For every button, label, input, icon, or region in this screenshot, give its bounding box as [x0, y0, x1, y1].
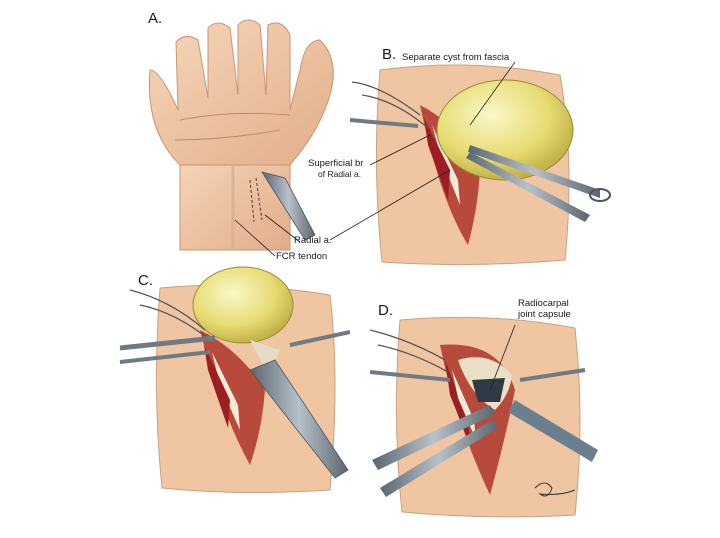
- annotation-superficial-br-line1: Superficial br: [308, 158, 364, 169]
- panel-a-hand: [148, 19, 334, 257]
- panel-b-surgical-field: [329, 61, 611, 266]
- panel-d-surgical-field: [369, 316, 598, 518]
- annotation-radial-artery: Radial a.: [294, 235, 332, 246]
- annotation-separate-cyst: Separate cyst from fascia: [402, 52, 510, 63]
- panel-b-label: B.: [382, 46, 397, 63]
- panel-c-label: C.: [138, 272, 153, 289]
- panel-d-label: D.: [378, 302, 393, 319]
- panel-c-surgical-field: [119, 266, 351, 494]
- annotation-radiocarpal-line2: joint capsule: [518, 309, 571, 320]
- annotation-fcr-tendon: FCR tendon: [276, 251, 328, 262]
- annotation-superficial-br-line2: of Radial a.: [318, 169, 361, 179]
- panel-a-label: A.: [148, 10, 163, 27]
- annotation-radiocarpal-line1: Radiocarpal: [518, 298, 569, 309]
